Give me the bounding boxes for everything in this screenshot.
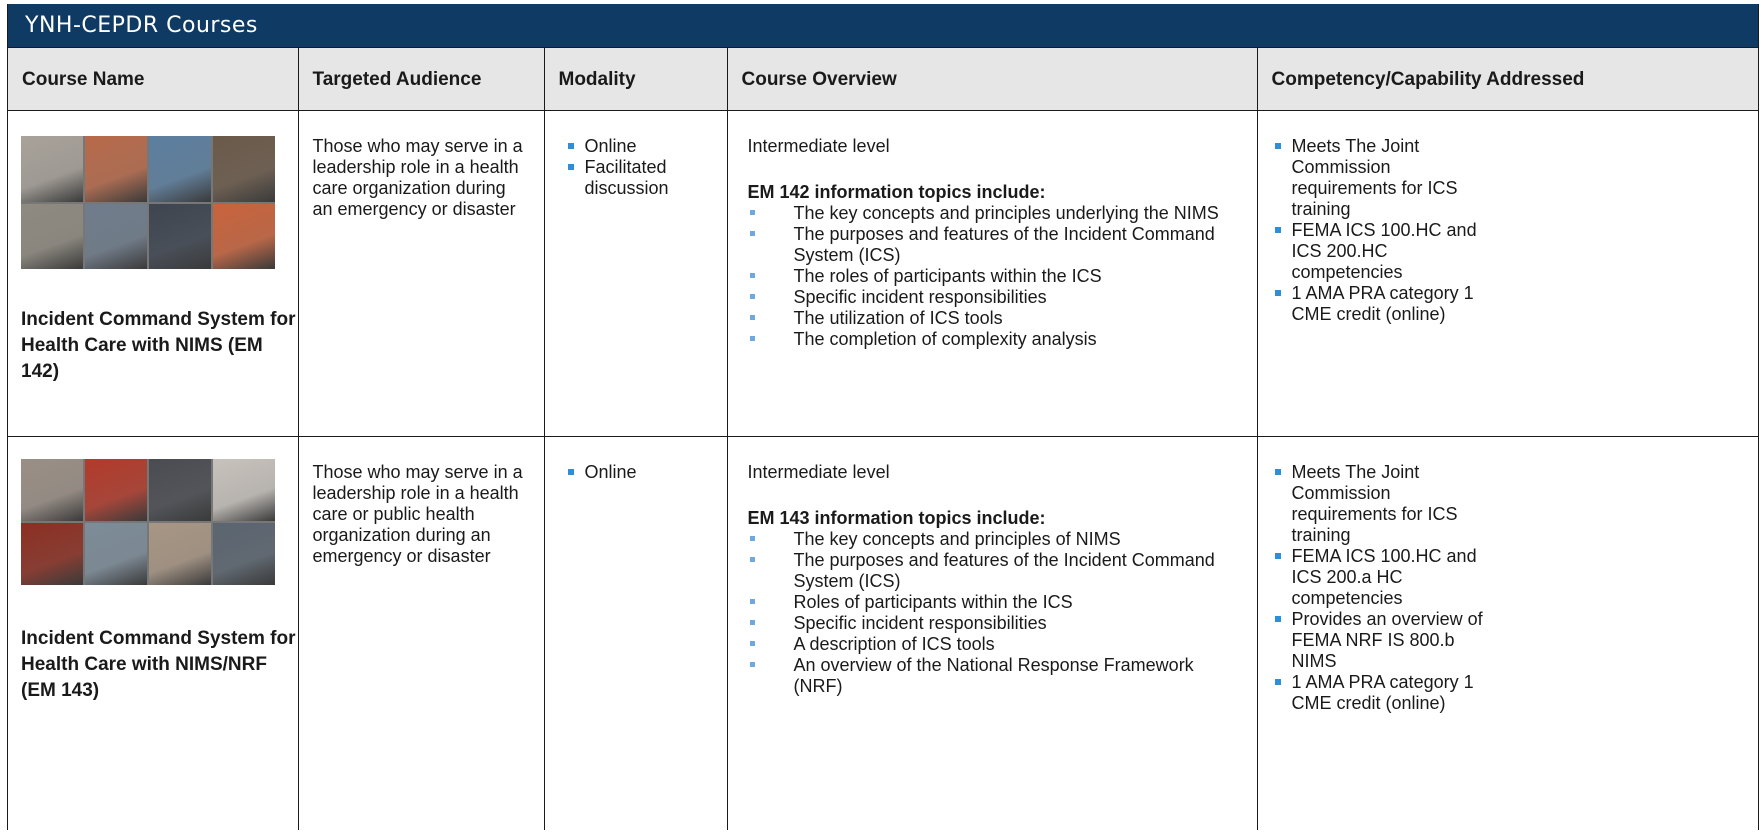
competency-item: Meets The Joint Commission requirements … — [1274, 462, 1499, 546]
topics-list: The key concepts and principles of NIMS … — [748, 529, 1237, 697]
course-row: Incident Command System for Health Care … — [8, 436, 1758, 830]
photo-tile — [149, 136, 211, 202]
audience-text: Those who may serve in a leadership role… — [312, 462, 523, 566]
modality-cell: Online Facilitated discussion — [543, 110, 727, 437]
course-level: Intermediate level — [747, 462, 890, 482]
topic-item: Roles of participants within the ICS — [748, 592, 1237, 613]
topics-heading: EM 143 information topics include: — [747, 508, 1046, 528]
photo-tile — [21, 203, 83, 269]
audience-cell: Those who may serve in a leadership role… — [297, 436, 544, 830]
topic-item: The purposes and features of the Inciden… — [748, 224, 1237, 266]
audience-text: Those who may serve in a leadership role… — [312, 136, 523, 219]
photo-tile — [85, 203, 147, 269]
course-level: Intermediate level — [747, 136, 890, 156]
topic-item: Specific incident responsibilities — [748, 613, 1237, 634]
competency-list: Meets The Joint Commission requirements … — [1274, 462, 1499, 714]
modality-item: Facilitated discussion — [567, 157, 713, 199]
photo-tile — [149, 523, 211, 585]
header-modality: Modality — [543, 48, 727, 111]
topic-item: Specific incident responsibilities — [748, 287, 1237, 308]
topic-item: An overview of the National Response Fra… — [748, 655, 1237, 697]
competency-item: FEMA ICS 100.HC and ICS 200.a HC compete… — [1274, 546, 1499, 609]
photo-tile — [85, 136, 147, 202]
topics-heading: EM 142 information topics include: — [747, 182, 1046, 202]
header-row: Course Name Targeted Audience Modality C… — [8, 48, 1758, 111]
competency-cell: Meets The Joint Commission requirements … — [1256, 436, 1758, 830]
topic-item: The key concepts and principles of NIMS — [748, 529, 1237, 550]
topics-list: The key concepts and principles underlyi… — [748, 203, 1237, 350]
course-title: Incident Command System for Health Care … — [21, 309, 296, 382]
photo-tile — [213, 203, 275, 269]
topic-item: The roles of participants within the ICS — [748, 266, 1237, 287]
topic-item: A description of ICS tools — [748, 634, 1237, 655]
competency-list: Meets The Joint Commission requirements … — [1274, 136, 1499, 325]
competency-cell: Meets The Joint Commission requirements … — [1256, 110, 1758, 437]
modality-item: Online — [567, 462, 713, 483]
competency-item: Provides an overview of FEMA NRF IS 800.… — [1274, 609, 1499, 672]
course-table-frame: YNH-CEPDR Courses Course Name Targeted A… — [7, 4, 1759, 830]
topic-item: The completion of complexity analysis — [748, 329, 1237, 350]
photo-tile — [85, 459, 147, 521]
course-name-cell: Incident Command System for Health Care … — [8, 436, 298, 830]
course-title: Incident Command System for Health Care … — [21, 628, 296, 701]
topic-item: The utilization of ICS tools — [748, 308, 1237, 329]
header-course-overview: Course Overview — [726, 48, 1257, 111]
photo-tile — [21, 459, 83, 521]
modality-item: Online — [567, 136, 713, 157]
course-name-cell: Incident Command System for Health Care … — [8, 110, 298, 437]
competency-item: 1 AMA PRA category 1 CME credit (online) — [1274, 672, 1499, 714]
courses-table: Course Name Targeted Audience Modality C… — [8, 48, 1758, 830]
photo-tile — [213, 523, 275, 585]
topic-item: The purposes and features of the Inciden… — [748, 550, 1237, 592]
photo-tile — [213, 459, 275, 521]
course-photo-collage — [21, 136, 275, 269]
header-competency: Competency/Capability Addressed — [1256, 48, 1758, 111]
competency-item: Meets The Joint Commission requirements … — [1274, 136, 1499, 220]
course-photo-collage — [21, 459, 275, 585]
audience-cell: Those who may serve in a leadership role… — [297, 110, 544, 437]
header-course-name: Course Name — [8, 48, 298, 111]
overview-cell: Intermediate level EM 143 information to… — [726, 436, 1257, 830]
photo-tile — [21, 523, 83, 585]
overview-cell: Intermediate level EM 142 information to… — [726, 110, 1257, 437]
photo-tile — [213, 136, 275, 202]
photo-tile — [149, 459, 211, 521]
competency-item: 1 AMA PRA category 1 CME credit (online) — [1274, 283, 1499, 325]
banner-title: YNH-CEPDR Courses — [8, 4, 1758, 48]
course-row: Incident Command System for Health Care … — [8, 110, 1758, 437]
photo-tile — [85, 523, 147, 585]
header-targeted-audience: Targeted Audience — [297, 48, 544, 111]
photo-tile — [21, 136, 83, 202]
modality-list: Online Facilitated discussion — [567, 136, 713, 199]
modality-list: Online — [567, 462, 713, 483]
modality-cell: Online — [543, 436, 727, 830]
competency-item: FEMA ICS 100.HC and ICS 200.HC competenc… — [1274, 220, 1499, 283]
photo-tile — [149, 203, 211, 269]
topic-item: The key concepts and principles underlyi… — [748, 203, 1237, 224]
